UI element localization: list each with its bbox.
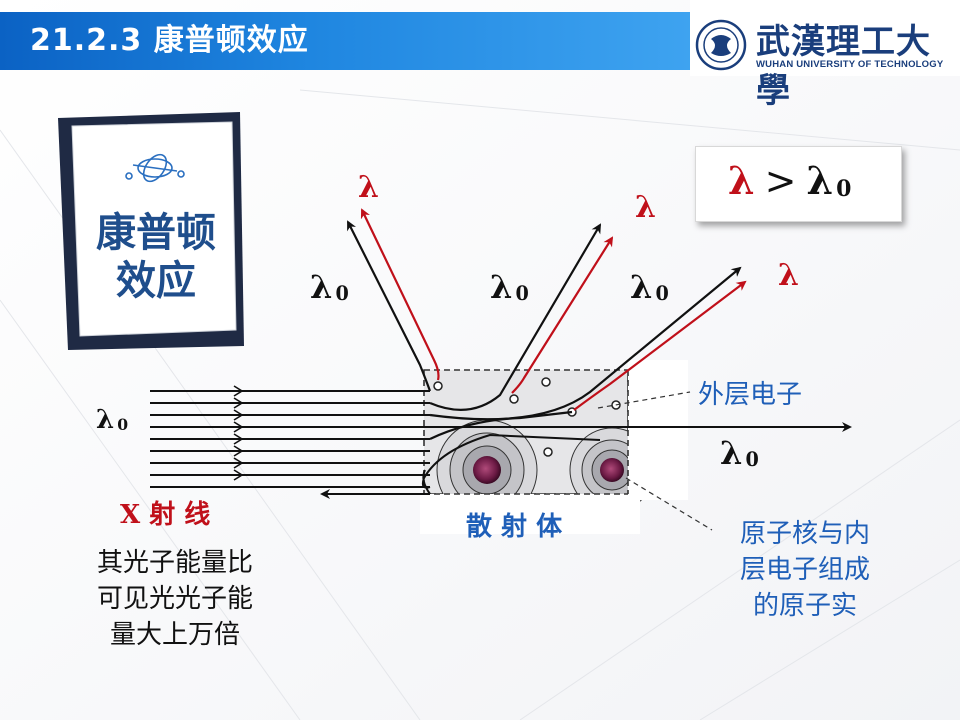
university-subtitle: WUHAN UNIVERSITY OF TECHNOLOGY xyxy=(756,59,944,70)
scattered-lambda-label-1: λ xyxy=(358,170,380,205)
scattered-rays xyxy=(347,208,747,440)
outer-electron-label: 外层电子 xyxy=(698,380,803,410)
xray-label: X 射 线 xyxy=(120,500,211,530)
backscatter-ray xyxy=(421,433,601,489)
header-bar xyxy=(0,12,690,70)
page-title: 21.2.3 康普顿效应 xyxy=(30,23,309,58)
emblem-icon xyxy=(125,153,185,183)
scattered-lambda-label-2: λ xyxy=(635,190,657,225)
scatterer-block xyxy=(420,360,688,534)
scatterer-label: 散 射 体 xyxy=(466,512,563,542)
university-name: 武漢理工大學 xyxy=(756,22,931,111)
outer-electron-leader xyxy=(597,391,691,409)
scattered-lambda-label-3: λ xyxy=(778,258,800,293)
card-title-line2: 效应 xyxy=(116,258,196,304)
card-title-line1: 康普顿 xyxy=(96,210,216,256)
comparison-box xyxy=(695,146,902,222)
incoming-xray-lines xyxy=(150,385,852,488)
nucleus-description: 原子核与内 层电子组成 的原子实 xyxy=(739,519,870,621)
card-graphic xyxy=(58,112,244,350)
nucleus-leader xyxy=(625,477,713,531)
photon-energy-description: 其光子能量比 可见光光子能 量大上万倍 xyxy=(96,548,253,650)
logo-emblem-icon xyxy=(695,19,747,71)
